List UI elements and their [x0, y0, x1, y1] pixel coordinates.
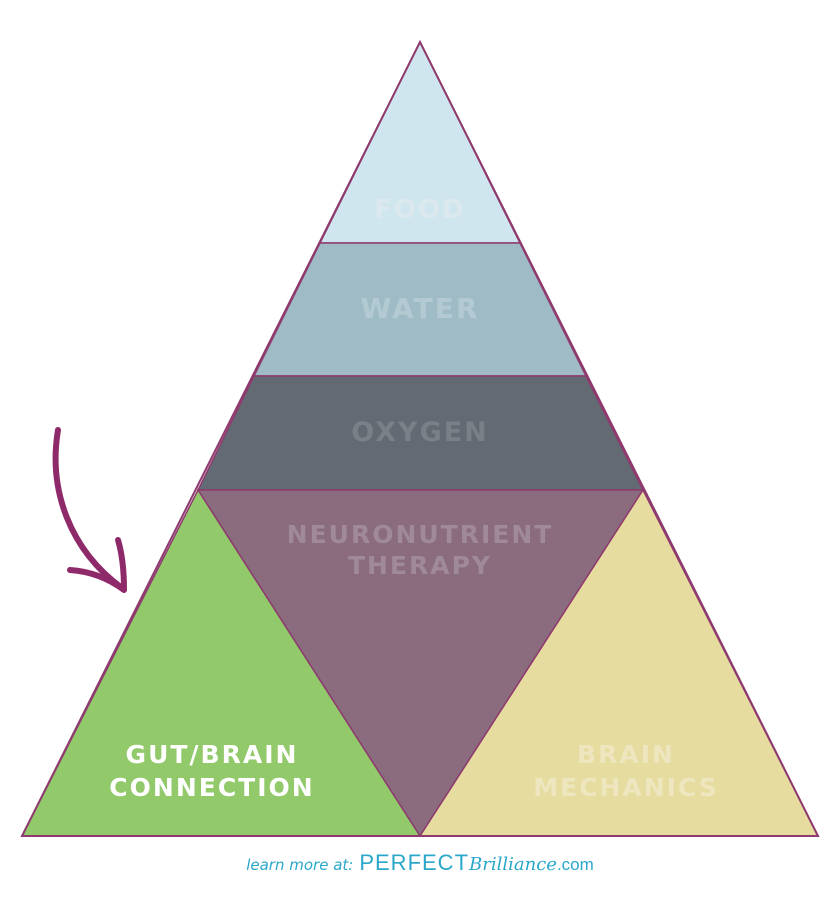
food-label: FOOD [374, 195, 466, 225]
pyramid-outline [20, 39, 820, 837]
brain-mechanics-label-line2: MECHANICS [533, 773, 719, 802]
footer-brand-script: Brilliance [469, 854, 557, 875]
gut-brain-label-line1: GUT/BRAIN [126, 740, 299, 769]
gut-brain-label-line2: CONNECTION [109, 773, 314, 802]
neuronutrient-label-line1: NEURONUTRIENT [287, 520, 554, 549]
water-label: WATER [361, 292, 480, 325]
footer-brand: PERFECT [359, 850, 470, 875]
footer-prefix: learn more at: [246, 856, 354, 874]
footer-link[interactable]: learn more at: PERFECTBrilliance.com [0, 850, 840, 876]
brain-mechanics-label-line1: BRAIN [577, 740, 675, 769]
curved-arrow-icon [52, 427, 127, 593]
neuronutrient-label-line2: THERAPY [348, 551, 492, 580]
footer-tld: .com [556, 855, 594, 874]
oxygen-label: OXYGEN [351, 417, 489, 448]
